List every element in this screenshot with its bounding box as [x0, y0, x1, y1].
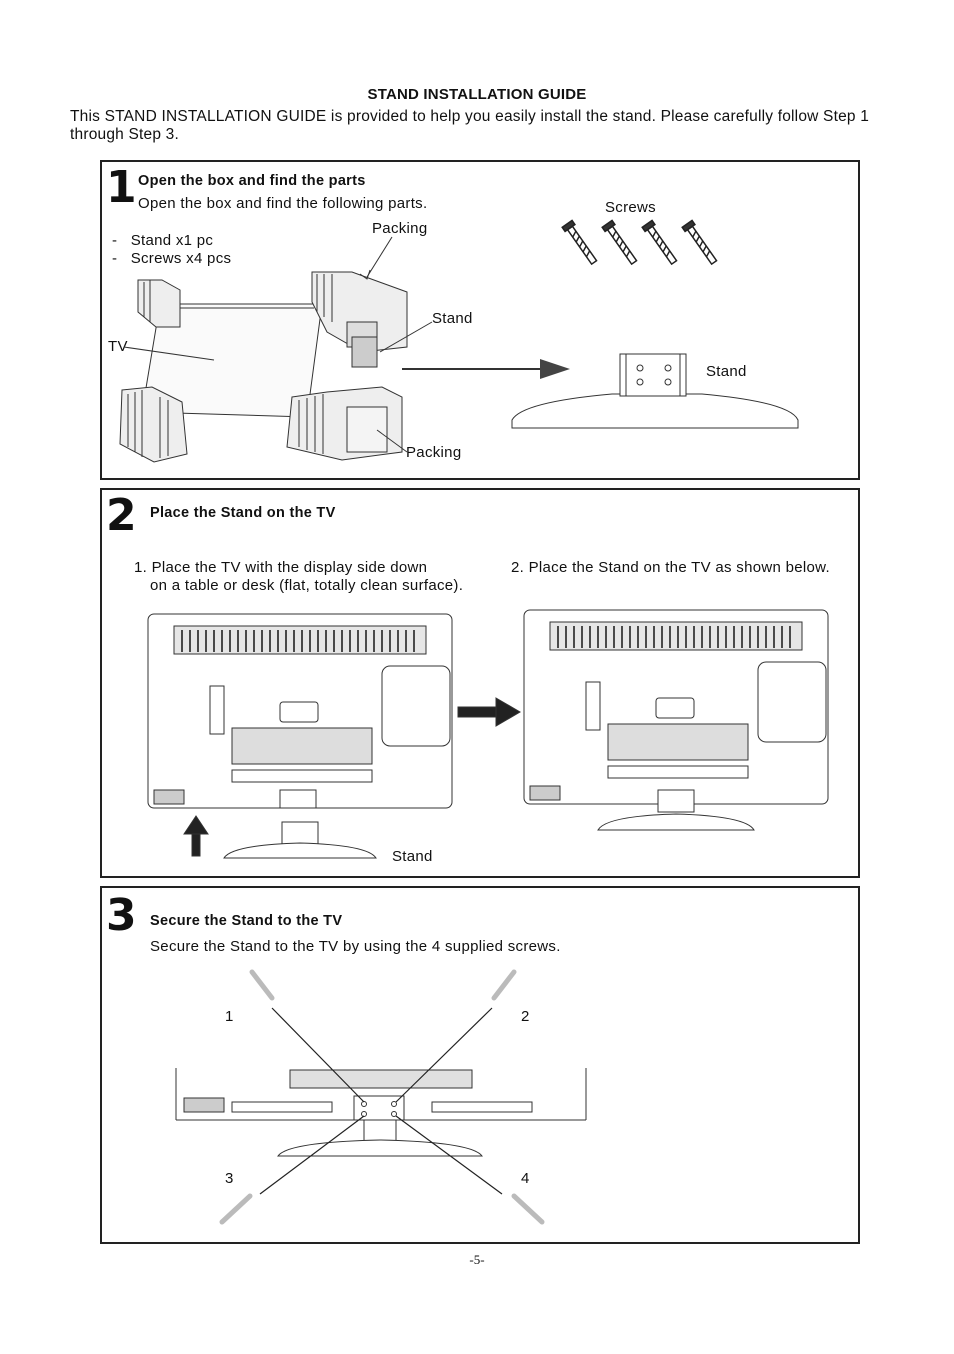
step-2-heading: Place the Stand on the TV: [150, 505, 336, 521]
page-title: STAND INSTALLATION GUIDE: [367, 86, 587, 103]
label-stand-step-2: Stand: [392, 848, 433, 865]
step-3-heading: Secure the Stand to the TV: [150, 913, 343, 929]
screw-label-1: 1: [225, 1008, 234, 1025]
screw-label-4: 4: [521, 1170, 530, 1187]
step-3-text: Secure the Stand to the TV by using the …: [150, 938, 561, 955]
page-number: -5-: [469, 1252, 485, 1267]
step-3-panel: 3 Secure the Stand to the TV Secure the …: [100, 886, 860, 1244]
label-stand: Stand: [706, 363, 747, 380]
step-1-number: 1: [106, 162, 137, 213]
label-tv: TV: [108, 338, 128, 355]
label-packing-bottom: Packing: [406, 444, 462, 461]
step-2-number: 2: [106, 490, 137, 541]
step-1-heading: Open the box and find the parts: [138, 173, 366, 189]
screw-label-2: 2: [521, 1008, 530, 1025]
label-stand-in-box: Stand: [432, 310, 473, 327]
step-1-panel: 1 Open the box and find the parts Open t…: [100, 160, 860, 480]
tv-back-illustration: [147, 609, 829, 859]
step-2-instruction-1-line-1: 1. Place the TV with the display side do…: [134, 559, 428, 576]
box-packing-illustration: [119, 219, 799, 463]
intro-paragraph: This STAND INSTALLATION GUIDE is provide…: [70, 108, 870, 143]
secure-stand-illustration: [175, 969, 587, 1225]
part-stand: - Stand x1 pc: [112, 232, 214, 249]
label-screws: Screws: [605, 199, 656, 216]
step-2-instruction-2: 2. Place the Stand on the TV as shown be…: [511, 559, 830, 576]
step-2-panel: 2 Place the Stand on the TV 1. Place the…: [100, 488, 860, 878]
step-3-number: 3: [106, 890, 137, 941]
screw-label-3: 3: [225, 1170, 234, 1187]
step-1-text: Open the box and find the following part…: [138, 195, 428, 212]
step-2-instruction-1-line-2: on a table or desk (flat, totally clean …: [150, 577, 464, 594]
label-packing-top: Packing: [372, 220, 428, 237]
part-screws: - Screws x4 pcs: [112, 250, 232, 267]
